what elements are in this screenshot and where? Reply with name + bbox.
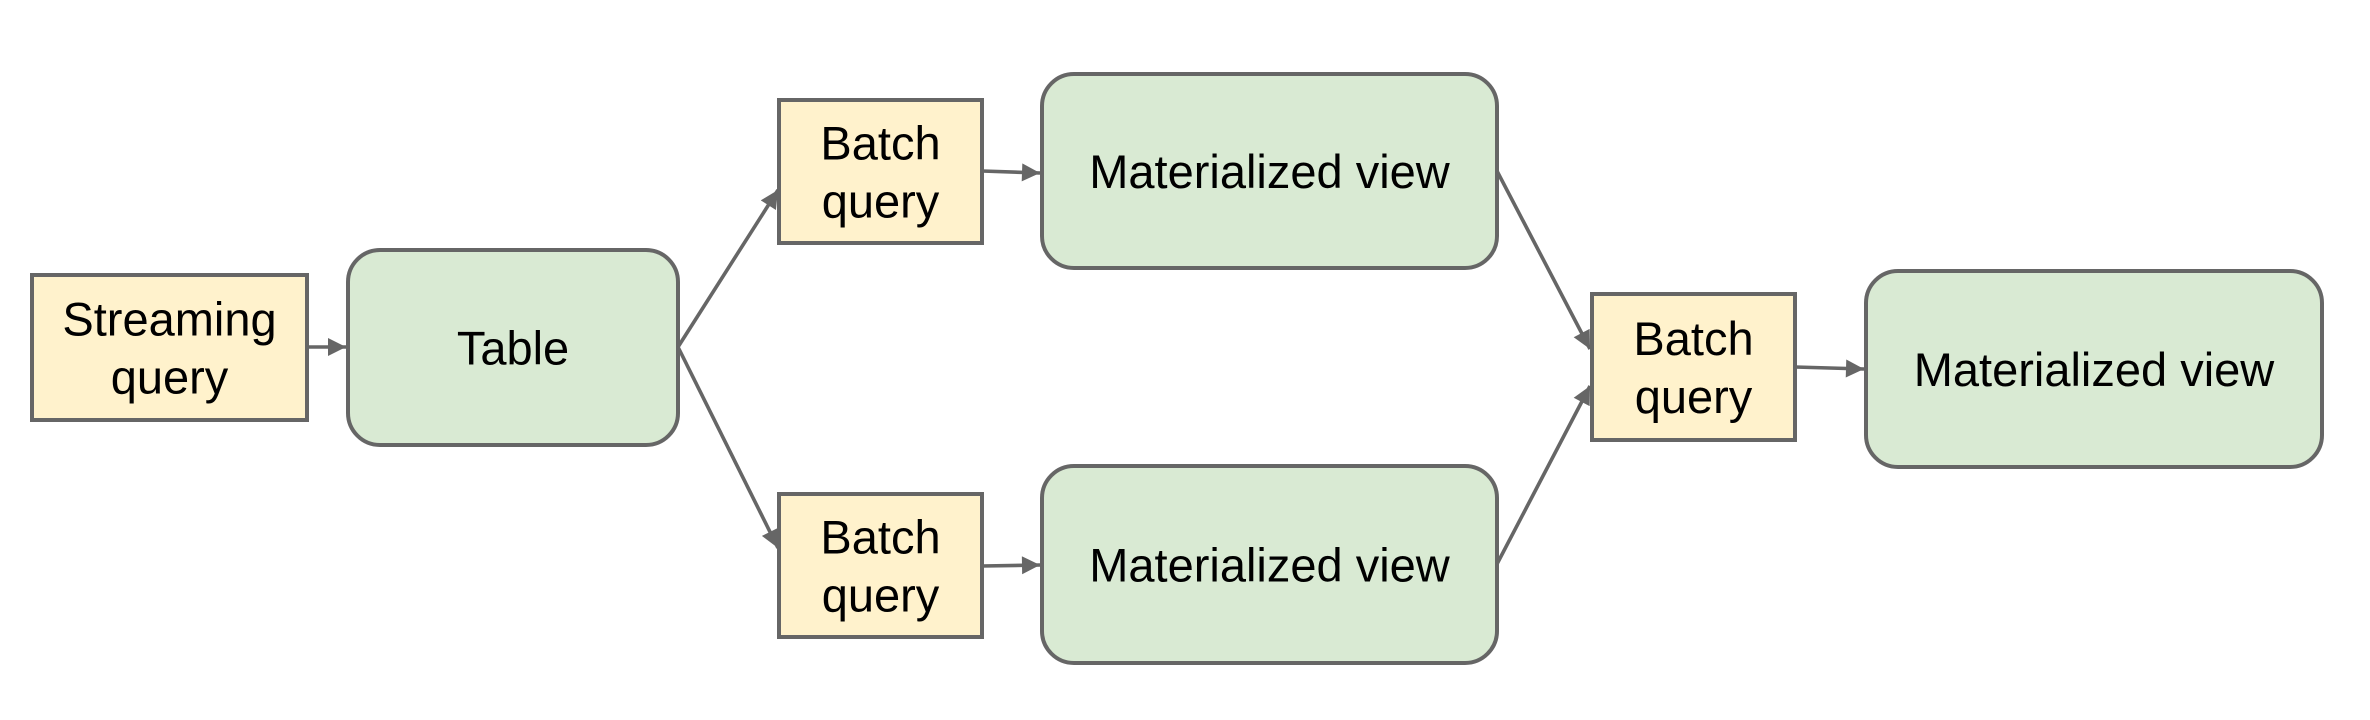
edge-batch-query-middle-to-materialized-view-right <box>1794 359 1865 378</box>
materialized-view-bottom-label: Materialized view <box>1089 539 1451 592</box>
edge-table-to-batch-query-top <box>676 189 780 348</box>
edge-materialized-view-bottom-to-batch-query-middle <box>1495 385 1592 565</box>
materialized-view-top-label: Materialized view <box>1089 145 1451 198</box>
table-node: Table <box>346 248 680 447</box>
table-label: Table <box>457 322 569 375</box>
batch-query-top-shape <box>777 98 984 245</box>
materialized-view-right-label: Materialized view <box>1914 343 2276 396</box>
materialized-view-right-shape <box>1864 269 2324 469</box>
materialized-view-right-node: Materialized view <box>1864 269 2324 469</box>
edge-materialized-view-top-to-batch-query-middle <box>1495 170 1592 350</box>
materialized-view-top-node: Materialized view <box>1040 72 1499 270</box>
edge-table-to-batch-query-bottom <box>676 346 780 549</box>
materialized-view-bottom-shape <box>1040 464 1499 665</box>
materialized-view-bottom-node: Materialized view <box>1040 464 1499 665</box>
batch-query-middle-shape <box>1590 292 1797 442</box>
edges-layer <box>307 163 1865 575</box>
edge-batch-query-bottom-to-materialized-view-bottom <box>981 556 1041 575</box>
edge-batch-query-top-to-materialized-view-top <box>981 163 1041 182</box>
streaming-query-shape <box>30 273 309 422</box>
